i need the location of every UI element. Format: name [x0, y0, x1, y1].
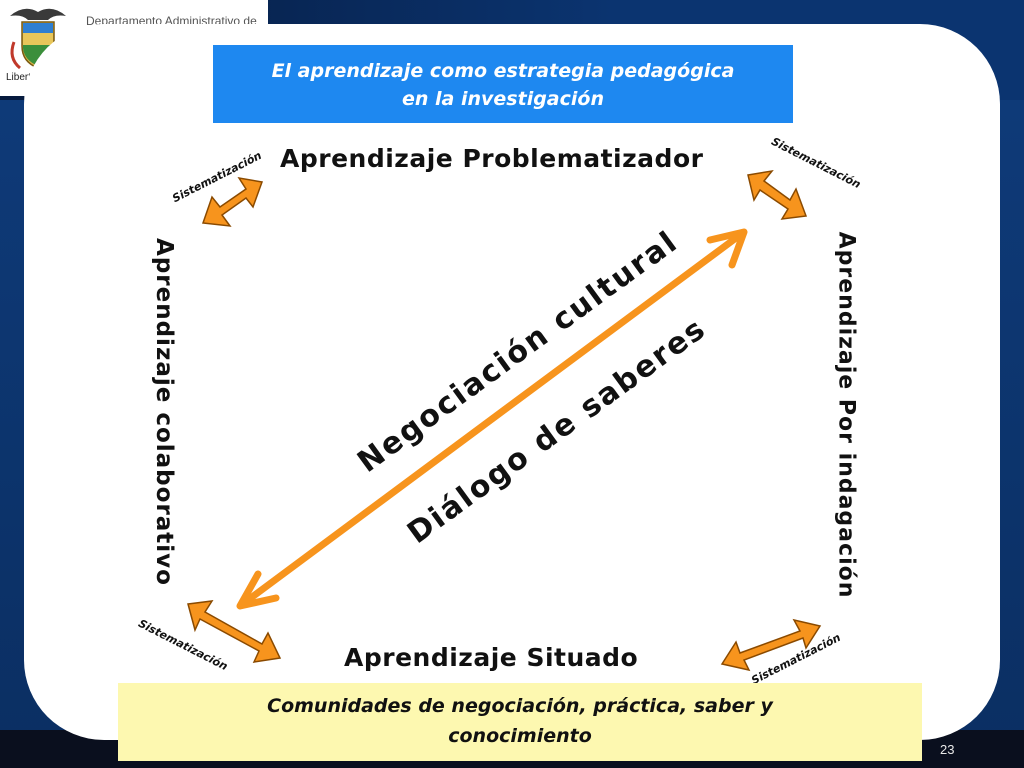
footer-line-1: Comunidades de negociación, práctica, sa… [267, 695, 773, 717]
double-arrow-bottom-left [187, 600, 282, 663]
double-arrow-top-right [747, 169, 808, 220]
slide-title-line-2: en la investigación [402, 88, 604, 110]
main-diagonal-arrow [236, 228, 748, 610]
double-arrow-bottom-right [720, 618, 822, 672]
slide-title-line-1: El aprendizaje como estrategia pedagógic… [271, 60, 735, 82]
content-card [24, 24, 1000, 740]
footer-communities-box: Comunidades de negociación, práctica, sa… [118, 683, 922, 761]
double-arrow-top-left [201, 176, 264, 227]
label-aprendizaje-colaborativo: Aprendizaje colaborativo [151, 238, 177, 586]
label-aprendizaje-problematizador: Aprendizaje Problematizador [280, 144, 704, 173]
slide-title: El aprendizaje como estrategia pedagógic… [213, 45, 793, 123]
footer-line-2: conocimiento [448, 725, 592, 747]
slide-number: 23 [940, 742, 955, 757]
label-aprendizaje-por-indagacion: Aprendizaje Por indagación [833, 231, 859, 599]
label-aprendizaje-situado: Aprendizaje Situado [344, 643, 639, 672]
